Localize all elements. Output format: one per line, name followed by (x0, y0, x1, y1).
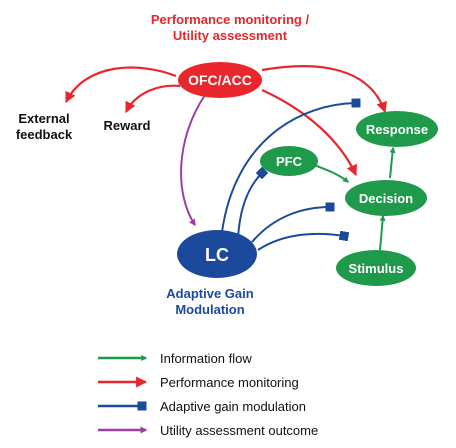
edge-lc-to-ofc (221, 98, 361, 233)
legend: Information flow Performance monitoring … (98, 351, 318, 438)
node-ofc-acc-label: OFC/ACC (188, 72, 252, 88)
node-response: Response (356, 111, 438, 147)
node-lc-label: LC (205, 245, 229, 265)
edge-lc-to-stimulus (257, 230, 350, 251)
adaptive-gain-label-1: Adaptive Gain (166, 286, 253, 301)
node-response-label: Response (366, 122, 428, 137)
edge-lc-to-decision (251, 202, 335, 243)
edge-ofc-to-decision (261, 88, 358, 177)
node-stimulus: Stimulus (336, 250, 416, 286)
node-decision: Decision (345, 180, 427, 216)
title-line-2: Utility assessment (173, 28, 288, 43)
external-feedback-label-2: feedback (16, 127, 73, 142)
edge-pfc-to-decision (310, 163, 349, 183)
edge-decision-to-response (389, 146, 396, 179)
edge-ofc-to-lc (180, 94, 206, 227)
external-feedback-label-1: External (18, 111, 69, 126)
legend-item-information-flow: Information flow (98, 351, 252, 366)
reward-label: Reward (104, 118, 151, 133)
node-stimulus-label: Stimulus (349, 261, 404, 276)
legend-label-utility-assessment-outcome: Utility assessment outcome (160, 423, 318, 438)
edge-ofc-to-external-feedback (65, 66, 177, 103)
node-lc: LC (177, 230, 257, 278)
node-pfc-label: PFC (276, 154, 303, 169)
edge-ofc-to-response (261, 65, 388, 114)
legend-item-performance-monitoring: Performance monitoring (98, 375, 299, 390)
node-pfc: PFC (260, 146, 318, 176)
node-decision-label: Decision (359, 191, 413, 206)
legend-label-performance-monitoring: Performance monitoring (160, 375, 299, 390)
legend-item-adaptive-gain-modulation: Adaptive gain modulation (98, 399, 306, 414)
node-ofc-acc: OFC/ACC (178, 62, 262, 98)
edge-ofc-to-reward (125, 84, 181, 113)
title-line-1: Performance monitoring / (151, 12, 310, 27)
edge-stimulus-to-decision (379, 214, 386, 251)
legend-label-information-flow: Information flow (160, 351, 252, 366)
adaptive-gain-label-2: Modulation (175, 302, 244, 317)
edge-lc-to-pfc (237, 166, 269, 239)
legend-label-adaptive-gain-modulation: Adaptive gain modulation (160, 399, 306, 414)
legend-item-utility-assessment-outcome: Utility assessment outcome (98, 423, 318, 438)
